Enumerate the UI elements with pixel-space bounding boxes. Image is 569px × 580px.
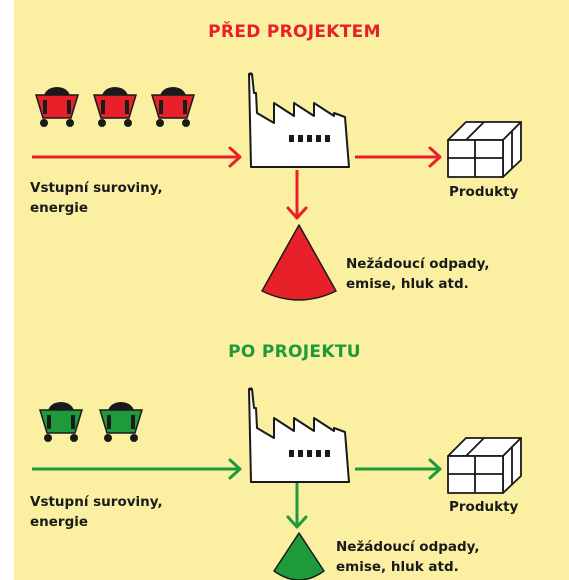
factory-outline bbox=[248, 388, 350, 483]
cart-wheel bbox=[40, 119, 48, 127]
cart-rib bbox=[183, 100, 187, 114]
cart-wheel bbox=[98, 119, 106, 127]
cart-wheel bbox=[104, 434, 112, 442]
before-factory-icon bbox=[248, 72, 350, 168]
cart-rib bbox=[43, 100, 47, 114]
before-coal-cart-icon bbox=[150, 87, 196, 127]
cart-rib bbox=[101, 100, 105, 114]
cart-body bbox=[38, 409, 84, 434]
after-waste-line2: emise, hluk atd. bbox=[336, 559, 459, 575]
after-inputs-line2: energie bbox=[30, 514, 89, 530]
factory-window bbox=[316, 450, 321, 457]
cart-wheel bbox=[130, 434, 138, 442]
cart-wheel bbox=[124, 119, 132, 127]
before-waste-line2: emise, hluk atd. bbox=[346, 276, 469, 292]
before-inputs-label: Vstupní suroviny, energie bbox=[30, 178, 163, 218]
factory-window bbox=[298, 135, 303, 142]
cart-rib bbox=[107, 415, 111, 429]
cart-wheel bbox=[44, 434, 52, 442]
after-waste-label: Nežádoucí odpady, emise, hluk atd. bbox=[336, 537, 480, 577]
factory-outline bbox=[248, 73, 350, 168]
cart-rib bbox=[47, 415, 51, 429]
before-coal-cart-icon bbox=[92, 87, 138, 127]
cart-rib bbox=[125, 100, 129, 114]
before-waste-line1: Nežádoucí odpady, bbox=[346, 256, 490, 272]
factory-window bbox=[316, 135, 321, 142]
factory-window bbox=[289, 135, 294, 142]
before-title: PŘED PROJEKTEM bbox=[208, 22, 381, 42]
after-input-arrow-head bbox=[228, 458, 242, 480]
box-divider bbox=[465, 437, 485, 457]
before-output-arrow-head bbox=[428, 146, 442, 168]
after-waste-cone-icon bbox=[273, 532, 325, 580]
after-coal-cart-icon bbox=[38, 402, 84, 442]
after-coal-cart-icon bbox=[98, 402, 144, 442]
cart-body bbox=[150, 94, 196, 119]
after-output-arrow-head bbox=[428, 458, 442, 480]
before-product-box-icon bbox=[447, 121, 522, 178]
factory-window bbox=[325, 450, 330, 457]
factory-window bbox=[289, 450, 294, 457]
before-input-arrow-head bbox=[228, 146, 242, 168]
factory-window bbox=[307, 450, 312, 457]
after-product-box-icon bbox=[447, 437, 522, 494]
cart-body bbox=[98, 409, 144, 434]
after-inputs-line1: Vstupní suroviny, bbox=[30, 494, 163, 510]
before-waste-cone-icon bbox=[261, 224, 337, 301]
cart-body bbox=[34, 94, 80, 119]
cart-rib bbox=[131, 415, 135, 429]
before-inputs-line1: Vstupní suroviny, bbox=[30, 180, 163, 196]
factory-window bbox=[325, 135, 330, 142]
after-waste-arrow-head bbox=[286, 515, 308, 529]
after-inputs-label: Vstupní suroviny, energie bbox=[30, 492, 163, 532]
factory-window bbox=[298, 450, 303, 457]
factory-window bbox=[307, 135, 312, 142]
before-inputs-line2: energie bbox=[30, 200, 89, 216]
cone-shape bbox=[261, 224, 337, 301]
cone-shape bbox=[273, 532, 325, 580]
before-waste-label: Nežádoucí odpady, emise, hluk atd. bbox=[346, 254, 490, 294]
after-waste-line1: Nežádoucí odpady, bbox=[336, 539, 480, 555]
box-divider bbox=[465, 121, 485, 141]
cart-rib bbox=[71, 415, 75, 429]
cart-wheel bbox=[182, 119, 190, 127]
after-factory-icon bbox=[248, 387, 350, 483]
before-coal-cart-icon bbox=[34, 87, 80, 127]
cart-rib bbox=[159, 100, 163, 114]
after-products-label: Produkty bbox=[449, 499, 519, 515]
before-waste-arrow-head bbox=[286, 206, 308, 220]
before-products-label: Produkty bbox=[449, 184, 519, 200]
cart-body bbox=[92, 94, 138, 119]
after-title: PO PROJEKTU bbox=[228, 342, 361, 362]
cart-rib bbox=[67, 100, 71, 114]
cart-wheel bbox=[66, 119, 74, 127]
cart-wheel bbox=[70, 434, 78, 442]
cart-wheel bbox=[156, 119, 164, 127]
